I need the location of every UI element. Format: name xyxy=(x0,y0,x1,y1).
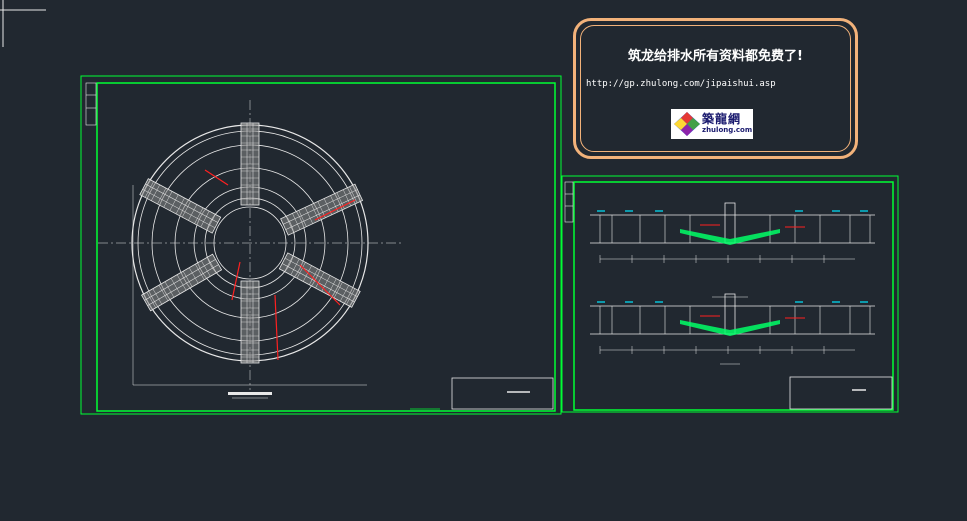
circular-tank-plan xyxy=(98,100,402,399)
channel-rib xyxy=(163,191,173,208)
channel-rib xyxy=(182,201,191,218)
plan-radial-channel xyxy=(240,280,260,364)
channel-rib xyxy=(296,262,306,279)
channel-rib xyxy=(340,285,349,302)
promo-banner-inner-border xyxy=(580,25,851,152)
tank-sections xyxy=(590,202,875,365)
channel-rib xyxy=(298,210,307,227)
channel-rib xyxy=(349,186,358,204)
sheet-section-inner-frame xyxy=(573,181,894,411)
channel-rib xyxy=(207,257,217,273)
channel-rib xyxy=(188,204,198,221)
sheet-plan xyxy=(80,75,562,415)
channel-rib xyxy=(151,184,160,201)
origin-marker xyxy=(0,0,46,47)
title-block-right xyxy=(789,376,893,410)
channel-rib xyxy=(152,288,163,305)
zhulong-logo[interactable]: 築龍網 zhulong.com xyxy=(671,109,753,139)
channel-rib xyxy=(206,214,216,231)
section-b xyxy=(590,293,875,354)
sheet-section xyxy=(561,175,899,413)
channel-rib xyxy=(346,288,356,305)
zhulong-logo-text-cn: 築龍網 xyxy=(702,112,742,126)
channel-rib xyxy=(189,267,199,284)
plan-pipe-red xyxy=(274,294,279,361)
channel-rib xyxy=(170,278,181,294)
sheet-section-outer-frame xyxy=(561,175,899,413)
plan-radial-channel xyxy=(278,252,361,308)
section-sludge-hopper xyxy=(680,320,780,336)
channel-rib xyxy=(285,216,294,233)
binding-strip-right xyxy=(564,181,574,223)
section-sludge-hopper xyxy=(680,229,780,245)
channel-rib xyxy=(309,268,318,285)
plan-radial-channel xyxy=(141,253,223,312)
promo-banner-title: 筑龙给排水所有资料都免费了! xyxy=(628,49,803,64)
channel-rib xyxy=(315,272,325,289)
plan-radial-channel xyxy=(139,178,222,234)
section-center-column xyxy=(724,293,736,335)
channel-rib xyxy=(169,194,179,211)
sheet-plan-outer-frame xyxy=(80,75,562,415)
channel-rib xyxy=(327,278,337,295)
channel-rib xyxy=(195,264,205,280)
promo-banner-url[interactable]: http://gp.zhulong.com/jipaishui.asp xyxy=(586,79,776,89)
plan-title-bar xyxy=(228,392,272,395)
channel-rib xyxy=(176,274,187,291)
binding-strip-left xyxy=(85,82,97,126)
channel-rib xyxy=(290,258,300,275)
section-a xyxy=(590,202,875,263)
channel-rib xyxy=(284,255,294,272)
plan-radial-channel xyxy=(280,183,364,236)
plan-pipe-red xyxy=(231,261,241,301)
channel-rib xyxy=(333,281,343,298)
channel-rib xyxy=(292,213,301,230)
plan-radial-channel xyxy=(240,122,260,206)
title-block-left xyxy=(410,377,554,410)
plan-pipe-red xyxy=(204,169,229,186)
channel-rib xyxy=(144,181,154,198)
channel-rib xyxy=(304,207,313,224)
channel-rib xyxy=(194,207,204,224)
plan-pipe-red xyxy=(299,264,341,306)
channel-rib xyxy=(158,285,169,301)
channel-rib xyxy=(201,260,211,277)
channel-rib xyxy=(200,211,210,228)
channel-rib xyxy=(164,281,175,298)
plan-pipe-red xyxy=(314,199,356,221)
channel-rib xyxy=(175,197,185,214)
channel-rib xyxy=(182,271,193,287)
zhulong-logo-mark-icon xyxy=(674,112,700,136)
channel-rib xyxy=(302,265,312,282)
promo-banner: 筑龙给排水所有资料都免费了! http://gp.zhulong.com/jip… xyxy=(573,18,858,159)
channel-rib xyxy=(157,188,167,205)
channel-rib xyxy=(146,292,156,308)
sheet-plan-inner-frame xyxy=(96,82,556,412)
zhulong-logo-text-en: zhulong.com xyxy=(702,126,753,134)
section-center-column xyxy=(724,202,736,244)
